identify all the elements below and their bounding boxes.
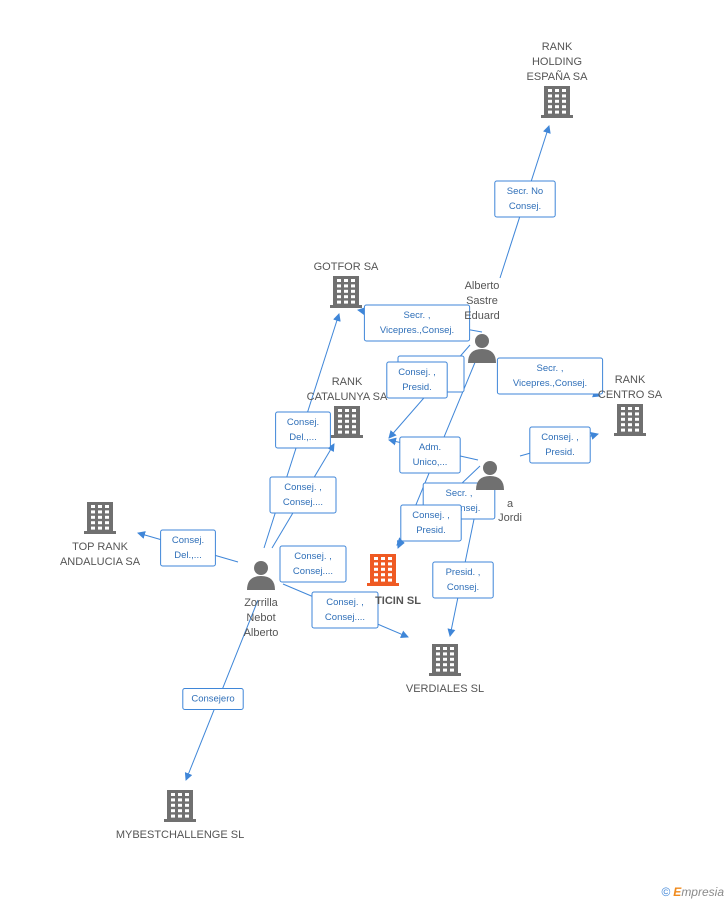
edge-label-line: Consejero — [191, 694, 234, 705]
node-label-top_rank_andalucia[interactable]: TOP RANK — [72, 541, 128, 553]
edge-label-alberto_sastre-to-rank_centro[interactable]: Secr. , Vicepres.,Consej. — [496, 357, 604, 395]
edge-label-line: Presid. — [545, 447, 575, 458]
node-label-mybestchallenge[interactable]: MYBESTCHALLENGE SL — [116, 829, 244, 841]
edge-label-line: Consej. , — [326, 597, 364, 608]
edge-label-alberto_sastre-to-rank_holding[interactable]: Secr. No Consej. — [494, 180, 556, 218]
edge-label-line: Vicepres.,Consej. — [380, 325, 454, 336]
edge-label-line: Presid. — [416, 525, 446, 536]
empresia-watermark: ©Empresia — [661, 885, 724, 899]
building-icon — [429, 644, 461, 676]
edge-label-zorrilla-to-top_rank_andalucia[interactable]: Consej. Del.,... — [160, 529, 216, 567]
copyright-icon: © — [661, 885, 671, 899]
node-label-rank_centro[interactable]: RANK — [615, 374, 646, 386]
person-icon — [468, 334, 496, 363]
edge-label-jordi-to-rank_centro[interactable]: Consej. , Presid. — [529, 426, 591, 464]
edge-label-line: Consej.... — [283, 497, 323, 508]
node-label-zorrilla[interactable]: Nebot — [246, 612, 275, 624]
edge-label-line: Consej. , — [398, 367, 436, 378]
node-label-rank_holding[interactable]: RANK — [542, 41, 573, 53]
building-icon — [331, 406, 363, 438]
building-icon — [84, 502, 116, 534]
edge-label-line: Unico,... — [413, 457, 448, 468]
edge-label-line: Consej. — [172, 535, 204, 546]
edge-label-line: Secr. No — [507, 186, 543, 197]
edge-label-line: Consej. — [447, 582, 479, 593]
edge-label-line: Consej. , — [541, 432, 579, 443]
edge-label-line: Consej.... — [293, 566, 333, 577]
node-label-zorrilla[interactable]: Zorrilla — [244, 597, 278, 609]
edge-label-line: Consej.... — [325, 612, 365, 623]
node-label-rank_catalunya[interactable]: CATALUNYA SA — [307, 391, 388, 403]
node-label-rank_catalunya[interactable]: RANK — [332, 376, 363, 388]
edge-label-line: Del.,... — [174, 550, 201, 561]
edge-label-line: Secr. , — [404, 310, 431, 321]
brand-initial: E — [673, 885, 682, 899]
edge-label-line: Vicepres.,Consej. — [513, 378, 587, 389]
edge-label-jordi-to-rank_catalunya[interactable]: Adm. Unico,... — [399, 436, 461, 474]
edge-label-line: Del.,... — [289, 432, 316, 443]
nodes-layer: RANK HOLDING ESPAÑA SA GOTFOR SA RANK CATALUN… — [60, 41, 663, 841]
node-label-rank_holding[interactable]: HOLDING — [532, 56, 582, 68]
edge-label-line: Presid. , — [446, 567, 481, 578]
edge-label-alberto_sastre-to-gotfor[interactable]: Secr. , Vicepres.,Consej. — [363, 304, 471, 342]
edge-label-zorrilla-to-focus[interactable]: Consej. , Consej.... — [279, 545, 347, 583]
building-icon — [614, 404, 646, 436]
person-icon — [476, 461, 504, 490]
node-label-jordi[interactable]: Jordi — [498, 512, 522, 524]
node-label-alberto_sastre[interactable]: Sastre — [466, 295, 498, 307]
building-icon — [164, 790, 196, 822]
edge-label-zorrilla-to-rank_catalunya[interactable]: Consej. , Consej.... — [269, 476, 337, 514]
node-label-rank_centro[interactable]: CENTRO SA — [598, 389, 663, 401]
edge-label-line: Consej. , — [412, 510, 450, 521]
node-label-alberto_sastre[interactable]: Alberto — [465, 280, 500, 292]
brand-name: mpresia — [681, 885, 724, 899]
edge-label-line: Consej. — [287, 417, 319, 428]
edge-label-zorrilla-to-mybestchallenge[interactable]: Consejero — [182, 688, 244, 710]
edge-label-line: Presid. — [402, 382, 432, 393]
edge-label-line: Consej. , — [284, 482, 322, 493]
edge-label-alberto_sastre-to-focus[interactable]: Consej. , Presid. — [400, 504, 462, 542]
edge-label-line: Consej. — [509, 201, 541, 212]
edge-label-line: Adm. — [419, 442, 441, 453]
building-icon — [330, 276, 362, 308]
edge-label-line: Secr. , — [537, 363, 564, 374]
edge-label-zorrilla-to-gotfor[interactable]: Consej. Del.,... — [275, 411, 331, 449]
node-label-gotfor[interactable]: GOTFOR SA — [314, 261, 379, 273]
edge-label-jordi-to-verdiales[interactable]: Presid. , Consej. — [432, 561, 494, 599]
edge-label-zorrilla-to-verdiales[interactable]: Consej. , Consej.... — [311, 591, 379, 629]
node-label-top_rank_andalucia[interactable]: ANDALUCIA SA — [60, 556, 141, 568]
edge-label-line: Secr. , — [446, 488, 473, 499]
node-label-focus[interactable]: TICIN SL — [375, 595, 421, 607]
person-icon — [247, 561, 275, 590]
node-label-verdiales[interactable]: VERDIALES SL — [406, 683, 484, 695]
node-label-jordi[interactable]: a — [507, 498, 514, 510]
node-label-alberto_sastre[interactable]: Eduard — [464, 310, 499, 322]
building-icon — [541, 86, 573, 118]
building-icon — [367, 554, 399, 586]
node-label-zorrilla[interactable]: Alberto — [244, 627, 279, 639]
edge-label-line: Consej. , — [294, 551, 332, 562]
node-label-rank_holding[interactable]: ESPAÑA SA — [527, 70, 589, 83]
edge-label-alberto_sastre-to-rank_catalunya[interactable]: Consej. , Presid. — [386, 361, 448, 399]
